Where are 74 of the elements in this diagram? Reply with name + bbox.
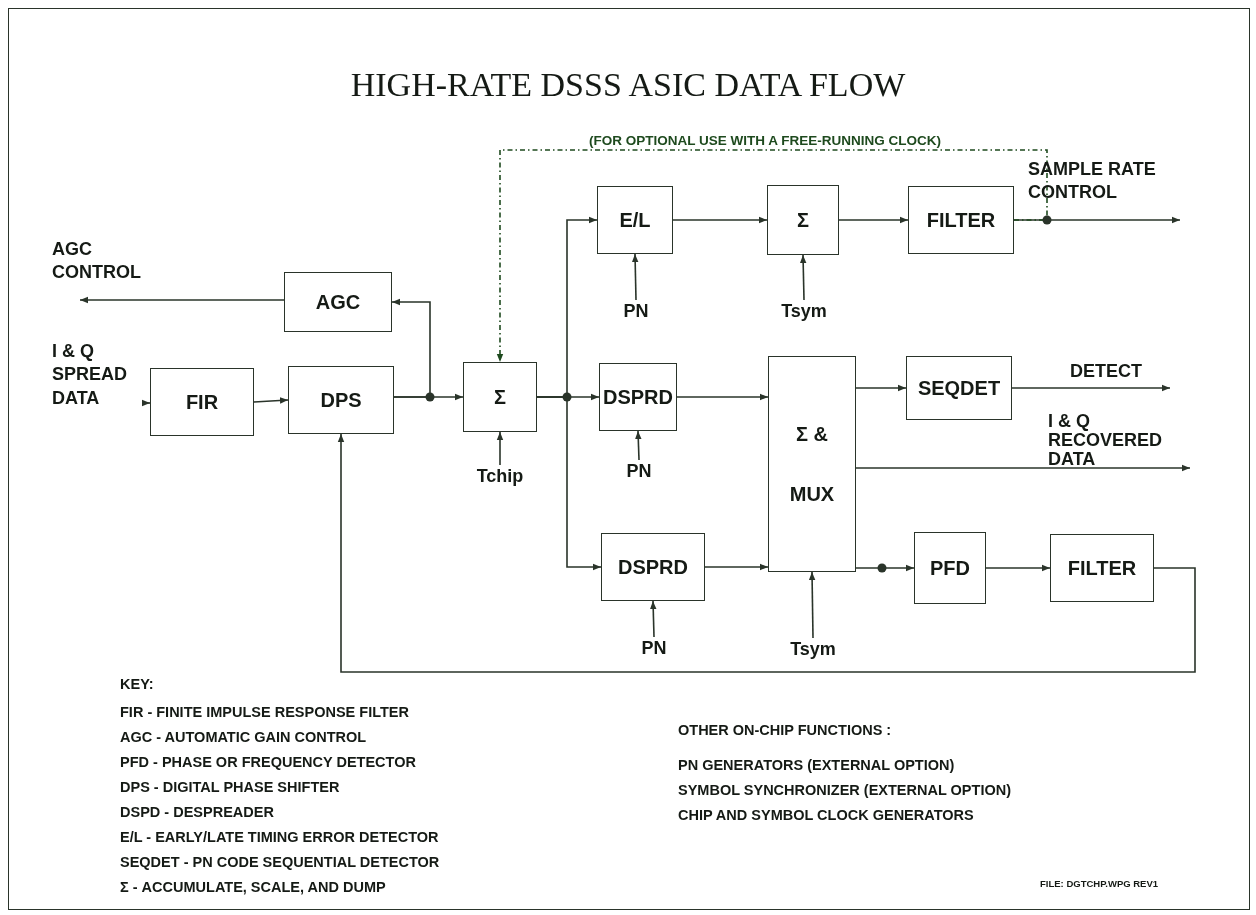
arrow <box>855 564 915 572</box>
process-block <box>601 533 705 601</box>
key-text: E/L - EARLY/LATE TIMING ERROR DETECTOR <box>120 829 439 845</box>
block-label: DSPRD <box>618 555 688 579</box>
diagram-title: HIGH-RATE DSSS ASIC DATA FLOW <box>349 66 907 104</box>
key-text: DPS - DIGITAL PHASE SHIFTER <box>120 779 340 795</box>
signal-label: DETECT <box>1070 360 1180 388</box>
arrow <box>672 216 768 224</box>
key-text: PN GENERATORS (EXTERNAL OPTION) <box>678 757 955 773</box>
block-label: FILTER <box>926 208 996 232</box>
block-label: FIR <box>185 390 219 414</box>
block-label: AGC <box>315 290 361 314</box>
block-label: Σ & MUX <box>789 422 835 507</box>
arrow <box>650 600 657 638</box>
key-text: PFD - PHASE OR FREQUENCY DETECTOR <box>120 754 416 770</box>
arrow <box>800 254 807 301</box>
arrow <box>855 464 1191 472</box>
signal-label: AGC CONTROL <box>52 238 182 300</box>
signal-label: I & Q RECOVERED DATA <box>1048 412 1198 468</box>
arrow <box>1011 384 1171 392</box>
key-text: AGC - AUTOMATIC GAIN CONTROL <box>120 729 367 745</box>
block-label: DSPRD <box>603 385 673 409</box>
arrow <box>808 571 816 639</box>
block-label: FILTER <box>1067 556 1137 580</box>
signal-label: PN <box>618 460 660 484</box>
process-block <box>599 363 677 431</box>
arrow <box>704 563 769 571</box>
block-label: E/L <box>619 208 651 232</box>
arrow <box>253 397 289 404</box>
arrow <box>79 296 285 304</box>
key-text: KEY: <box>120 676 154 692</box>
block-label: DPS <box>320 388 362 412</box>
key-text: OTHER ON-CHIP FUNCTIONS : <box>678 722 892 738</box>
process-block <box>768 356 856 572</box>
signal-label: SAMPLE RATE CONTROL <box>1028 158 1200 220</box>
process-block <box>767 185 839 255</box>
arrow <box>631 253 639 301</box>
signal-label: PN <box>615 300 657 324</box>
arrow <box>855 384 907 392</box>
process-block <box>284 272 392 332</box>
arrow <box>985 564 1051 572</box>
process-block <box>1050 534 1154 602</box>
arrow <box>635 430 642 461</box>
key-text: FIR - FINITE IMPULSE RESPONSE FILTER <box>120 704 409 720</box>
key-text: DSPD - DESPREADER <box>120 804 274 820</box>
arrow <box>337 433 1196 673</box>
arrow <box>496 431 504 466</box>
signal-label: Tsym <box>787 638 839 662</box>
signal-label: Tchip <box>468 465 532 489</box>
signal-label: PN <box>633 637 675 661</box>
arrow <box>838 216 909 224</box>
block-label: PFD <box>930 556 970 580</box>
process-block <box>914 532 986 604</box>
block-label: SEQDET <box>917 376 1001 400</box>
file-note: FILE: DGTCHP.WPG REV1 <box>1040 878 1159 889</box>
process-block <box>150 368 254 436</box>
key-text: SEQDET - PN CODE SEQUENTIAL DETECTOR <box>120 854 440 870</box>
key-text: CHIP AND SYMBOL CLOCK GENERATORS <box>678 807 974 823</box>
block-label: Σ <box>797 208 809 232</box>
arrow <box>141 399 151 407</box>
arrow <box>536 396 602 571</box>
signal-label: I & Q SPREAD DATA <box>52 340 142 436</box>
key-text: SYMBOL SYNCHRONIZER (EXTERNAL OPTION) <box>678 782 1011 798</box>
dashed-arrow <box>496 149 1048 363</box>
process-block <box>288 366 394 434</box>
arrow <box>391 298 431 398</box>
block-label: Σ <box>494 385 506 409</box>
process-block <box>908 186 1014 254</box>
key-text: Σ - ACCUMULATE, SCALE, AND DUMP <box>120 879 386 895</box>
process-block <box>597 186 673 254</box>
process-block <box>463 362 537 432</box>
process-block <box>906 356 1012 420</box>
signal-label: Tsym <box>778 300 830 324</box>
arrow <box>676 393 769 401</box>
